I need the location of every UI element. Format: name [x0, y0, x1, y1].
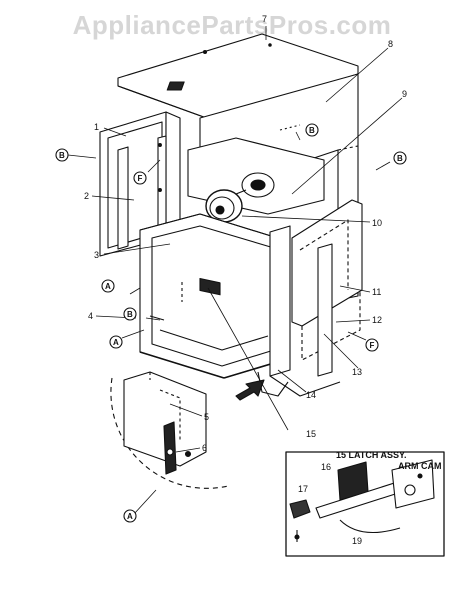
- bubble-a-3: A: [123, 509, 137, 523]
- callout-19: 19: [352, 536, 362, 546]
- bubble-b-left: B: [55, 148, 69, 162]
- svg-text:B: B: [127, 310, 133, 319]
- part-callouts: 1 2 3 4 5 6 7 8 9 10 11 12 13 14 15 16 1…: [84, 14, 442, 546]
- callout-14: 14: [306, 390, 316, 400]
- latch-assy-inset: [285, 451, 445, 557]
- bubble-f-right: F: [365, 338, 379, 352]
- bubble-b-center: B: [123, 307, 137, 321]
- callout-11: 11: [372, 287, 381, 297]
- callout-16: 16: [321, 462, 331, 472]
- door-detail: [110, 371, 229, 489]
- callout-6: 6: [202, 443, 207, 453]
- bubble-a-1: A: [101, 279, 115, 293]
- bubble-b-top: B: [305, 123, 319, 137]
- svg-text:B: B: [397, 154, 403, 163]
- callout-13: 13: [352, 367, 362, 377]
- bubble-f-left: F: [133, 171, 147, 185]
- svg-text:A: A: [127, 512, 133, 521]
- callout-2: 2: [84, 191, 89, 201]
- callout-4: 4: [88, 311, 93, 321]
- bubble-b-right: B: [393, 151, 407, 165]
- callout-5: 5: [204, 412, 209, 422]
- callout-7: 7: [262, 14, 267, 24]
- callout-12: 12: [372, 315, 382, 325]
- arm-cam-label: ARM CAM: [398, 461, 442, 471]
- latch-assy-title: 15 LATCH ASSY.: [336, 450, 407, 460]
- svg-text:B: B: [309, 126, 315, 135]
- callout-15: 15: [306, 429, 316, 439]
- callout-3: 3: [94, 250, 99, 260]
- callout-1: 1: [94, 122, 99, 132]
- callout-9: 9: [402, 89, 407, 99]
- tub-cavity: [139, 213, 285, 379]
- right-upright: [257, 225, 341, 397]
- ref-bubbles: B B B B F F A A: [55, 123, 407, 523]
- pulley: [205, 189, 247, 223]
- svg-text:F: F: [138, 174, 143, 183]
- callout-17: 17: [298, 484, 308, 494]
- detail-arrow: [235, 379, 265, 401]
- leader-lines: [67, 26, 403, 515]
- svg-text:B: B: [59, 151, 65, 160]
- callout-10: 10: [372, 218, 382, 228]
- svg-text:A: A: [113, 338, 119, 347]
- watermark: AppliancePartsPros.com: [72, 10, 392, 40]
- callout-8: 8: [388, 39, 393, 49]
- svg-text:F: F: [370, 341, 375, 350]
- bubble-a-2: A: [109, 335, 123, 349]
- svg-text:A: A: [105, 282, 111, 291]
